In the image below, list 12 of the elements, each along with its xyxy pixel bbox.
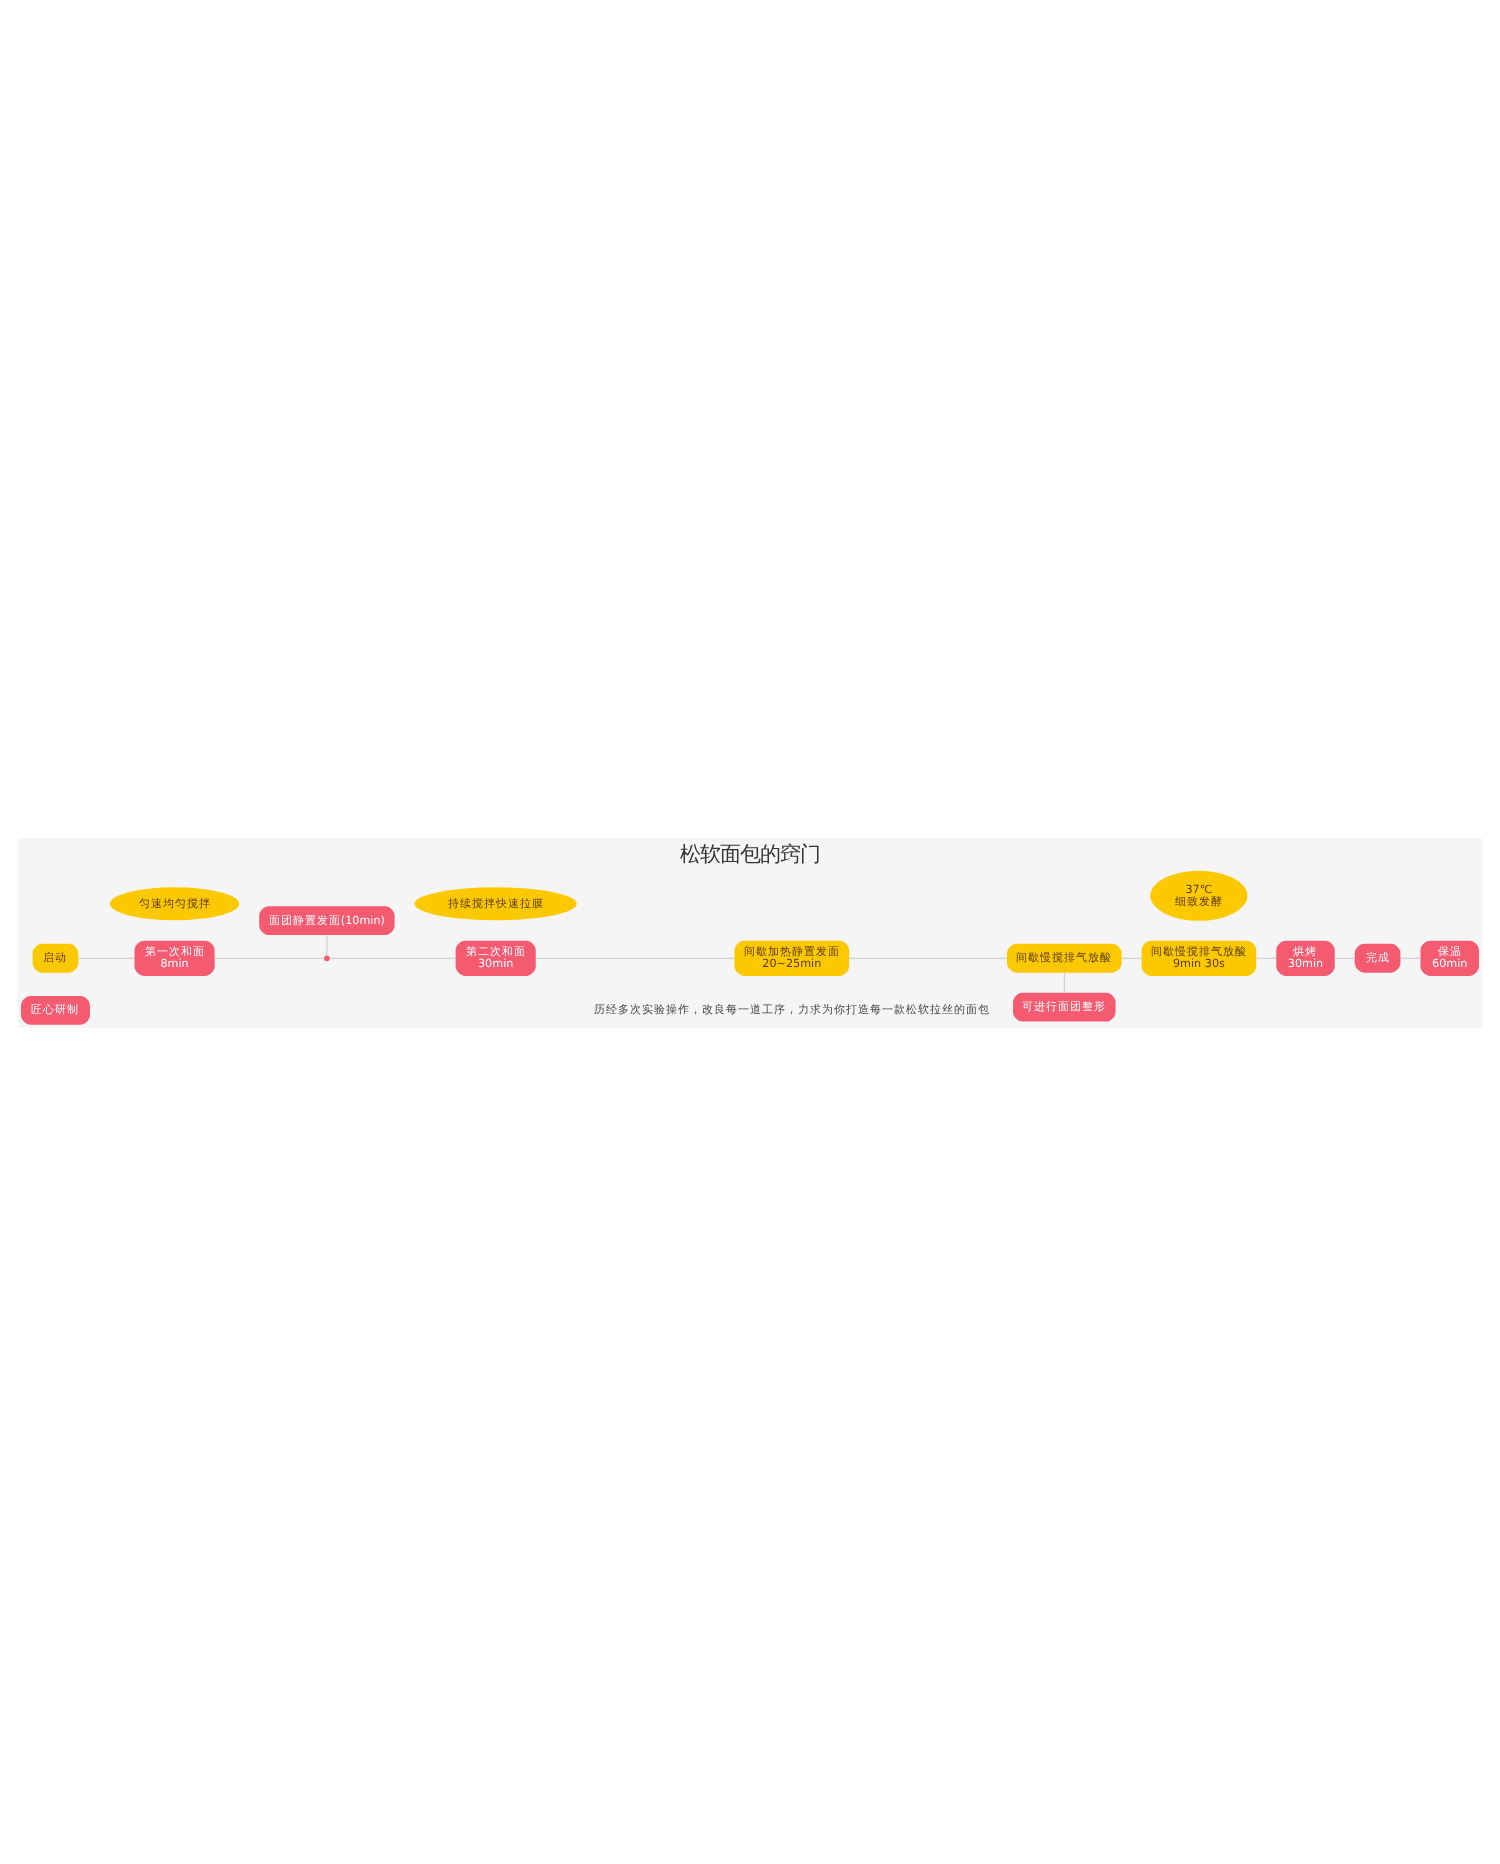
- diagram-title: 松软面包的窍门: [680, 842, 820, 867]
- connector: [1400, 956, 1421, 958]
- connector: [214, 956, 325, 958]
- connector: [1121, 956, 1142, 958]
- node-circle: [324, 954, 330, 961]
- connector: [329, 956, 456, 958]
- connector: [1063, 971, 1065, 993]
- connector: [535, 956, 735, 958]
- connector: [1334, 956, 1356, 958]
- connector: [1256, 956, 1277, 958]
- connector: [849, 956, 1008, 958]
- connector: [77, 956, 135, 958]
